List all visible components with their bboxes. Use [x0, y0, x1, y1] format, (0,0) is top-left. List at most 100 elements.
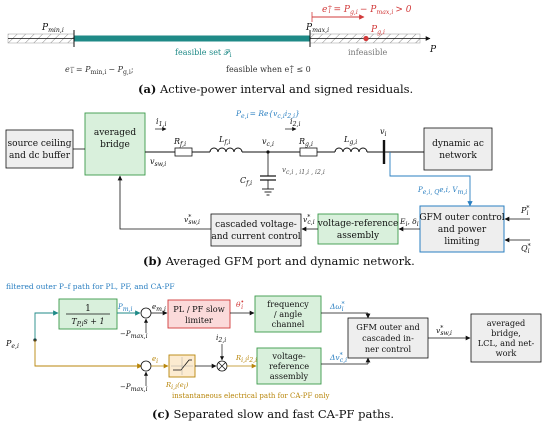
out-line4: work	[496, 348, 518, 358]
feasible-set-bar	[74, 35, 310, 42]
out-line3: LCL, and net-	[478, 338, 535, 348]
cascaded-box-line2: and current control	[211, 232, 300, 242]
pqv-label: Pe,i, Qe,i, Vm,i	[417, 186, 467, 196]
out-line1: averaged	[487, 318, 525, 328]
p-axis-label: P	[429, 45, 437, 55]
p-max-label: Pmax,i	[305, 23, 329, 34]
gfm-box-b-line2: and power	[438, 225, 487, 235]
out-line2: bridge,	[491, 328, 521, 338]
lg-inductor	[334, 147, 368, 153]
limiter-line1: PL / PF slow	[173, 304, 224, 314]
vref-c-line1: voltage-	[271, 351, 305, 361]
feasible-when-label: feasible when e+i≤ 0	[226, 64, 311, 75]
vc-label: vc,i	[262, 137, 274, 148]
freq-line2: / angle	[274, 309, 302, 319]
bridge-box	[84, 112, 146, 176]
pmax-upper-label: −Pmax,i	[120, 330, 148, 340]
vi-label: vi	[380, 127, 387, 138]
ri-function-label: Ri,i(ei)	[165, 381, 189, 391]
output-box	[470, 313, 542, 363]
p-g-marker	[363, 35, 369, 42]
pe-input-label: Pe,i	[5, 339, 19, 350]
control-feedback-path	[117, 175, 211, 230]
vcref-label: v*c,i	[303, 214, 315, 226]
i2-label: i2,i	[290, 117, 300, 128]
freq-angle-box	[254, 295, 322, 333]
blue-measurement-path	[389, 152, 473, 207]
dv-label: Δv*c,i	[329, 352, 347, 364]
vref-box-c	[256, 347, 322, 385]
cascaded-box	[210, 213, 302, 247]
sum-junction-lower	[140, 360, 152, 372]
gfm-c-line3: ner control	[365, 344, 412, 354]
p-min-label: Pmin,i	[41, 23, 64, 34]
upper-filtered-path	[34, 310, 59, 340]
rf-label: Rf,i	[173, 137, 186, 148]
qstar-label: Q*i	[521, 243, 531, 255]
limiter-line2: limiter	[185, 315, 213, 325]
cf-label: Cf,i	[240, 176, 252, 187]
rg-label: Rg,i	[298, 137, 313, 148]
caption-c: (c) Separated slow and fast CA-PF paths.	[152, 407, 394, 421]
panel-b: source ceiling and dc buffer averaged br…	[5, 109, 531, 268]
vsw-label: vsw,i	[150, 157, 166, 168]
network-box	[423, 127, 493, 171]
panel-c: filtered outer P–f path for PL, PF, and …	[5, 282, 542, 421]
infeasible-label: infeasible	[348, 48, 388, 57]
power-equation: Pe,i= Re{vc,ii2,i}	[235, 109, 300, 120]
p-g-label: Pg,i	[370, 25, 385, 36]
ei-label: ei	[152, 355, 158, 365]
lf-label: Lf,i	[218, 135, 230, 146]
source-box-line1: source ceiling	[8, 139, 72, 149]
rg-resistor	[299, 147, 318, 157]
tf-numerator: 1	[85, 304, 91, 314]
lower-instant-path	[34, 340, 143, 369]
em-label: em,i	[152, 303, 166, 313]
caption-a: (a) Active-power interval and signed res…	[138, 82, 413, 96]
source-box	[5, 129, 74, 169]
dw-label: Δω*i	[329, 301, 345, 313]
deadzone-icon	[173, 359, 192, 371]
vswc-label: v*sw,i	[436, 325, 452, 337]
bridge-box-line1: averaged	[94, 128, 137, 138]
lg-label: Lg,i	[343, 135, 357, 146]
cascaded-box-line1: cascaded voltage-	[215, 220, 297, 230]
panel-a: Pmin,i Pmax,i Pg,i P e+i= Pg,i− Pmax,i> …	[7, 4, 437, 96]
freq-line3: channel	[272, 319, 305, 329]
vref-box-line1: voltage-reference	[317, 219, 399, 229]
caption-b: (b) Averaged GFM port and dynamic networ…	[143, 254, 415, 268]
filtered-note: filtered outer P–f path for PL, PF, and …	[6, 282, 175, 291]
theta-label: θ•i	[236, 299, 244, 311]
i2c-label: i2,i	[216, 333, 226, 344]
eplus-expression: e+i= Pg,i− Pmax,i> 0	[322, 4, 412, 16]
instantaneous-note: instantaneous electrical path for CA-PF …	[172, 392, 330, 400]
ri-label: Ri,ii2,i	[235, 354, 257, 364]
measurement-label: vc,i , i1,i , i2,i	[282, 166, 325, 176]
vswref-label: v*sw,i	[184, 214, 200, 226]
tf-denominator: TP,is + 1	[71, 317, 104, 328]
rf-resistor	[174, 147, 193, 157]
e-delta-label: Ei, δi	[399, 217, 419, 228]
gfm-c-line2: cascaded in-	[362, 333, 414, 343]
pmax-lower-label: −Pmax,i	[120, 383, 148, 393]
gfm-box-b-line3: limiting	[444, 237, 479, 247]
vref-c-line2: reference	[269, 361, 309, 371]
sum-junction-upper	[140, 307, 152, 319]
pl-pf-limiter-box	[167, 299, 231, 329]
lf-inductor	[209, 147, 243, 153]
pstar-label: P*i	[520, 205, 529, 217]
vref-c-line3: assembly	[270, 371, 309, 381]
freq-line1: frequency	[267, 299, 309, 309]
bridge-box-line2: bridge	[100, 140, 130, 150]
gfm-c-line1: GFM outer and	[356, 322, 419, 332]
vref-box-line2: assembly	[337, 231, 380, 241]
gfm-box-c	[347, 317, 429, 359]
pm-label: Pm,i	[117, 303, 133, 313]
network-box-line1: dynamic ac	[432, 139, 484, 149]
gfm-box-b-line1: GFM outer control	[419, 213, 504, 223]
network-box-line2: network	[439, 151, 477, 161]
source-box-line2: and dc buffer	[9, 151, 71, 161]
eminus-expression: e−i= Pmin,i− Pg,i;	[65, 64, 134, 76]
feasible-set-label: feasible set 𝒫i	[175, 48, 231, 59]
